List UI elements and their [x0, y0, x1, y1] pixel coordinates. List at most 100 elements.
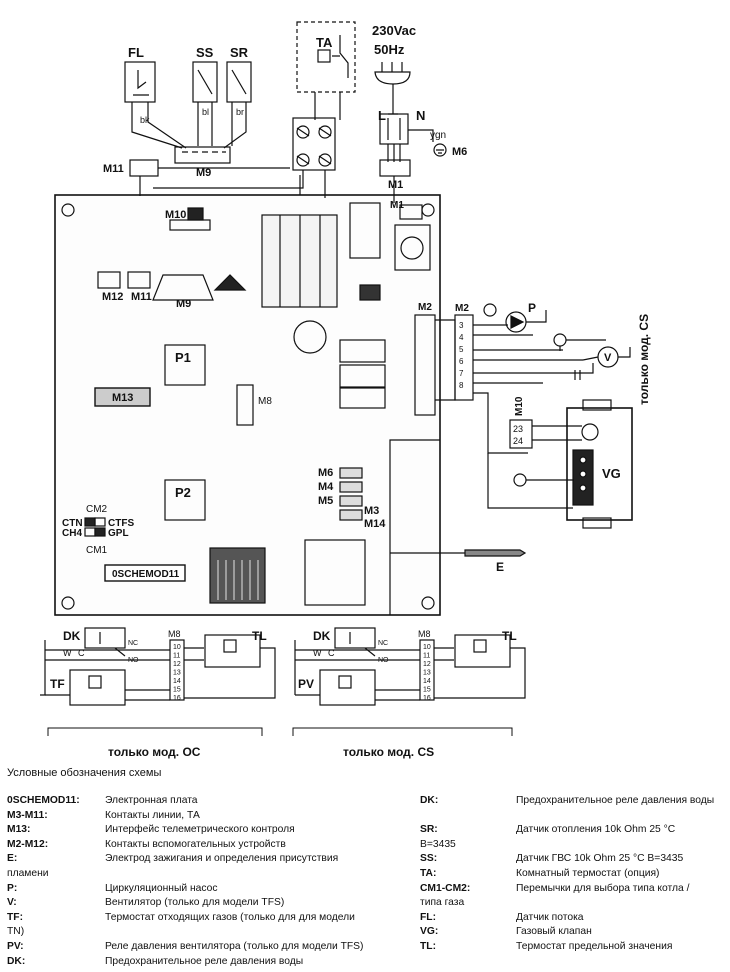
pin-label: 23	[513, 424, 523, 434]
connector-m11-top	[129, 159, 159, 177]
label-cm2: CM2	[86, 504, 108, 515]
label-nc-cs: NC	[378, 640, 388, 647]
legend-key: E:	[7, 853, 18, 865]
pin-label: 8	[459, 381, 464, 390]
label-w-cs: W	[313, 648, 322, 658]
label-only-oc: только мод. OC	[108, 745, 201, 759]
pin-label: 13	[423, 670, 431, 677]
legend-desc: Датчик отопления 10k Ohm 25 °C	[516, 824, 676, 836]
label-no-cs: NO	[378, 657, 389, 664]
label-m10-board: M10	[165, 209, 186, 221]
dhw-sensor-ss	[192, 61, 218, 103]
label-br: br	[236, 107, 244, 117]
pin-label: 16	[173, 695, 181, 702]
legend-desc: Циркуляционный насос	[105, 882, 218, 894]
connector-m10	[509, 419, 533, 449]
connector-m2-board	[414, 314, 436, 416]
pin-label: 15	[423, 687, 431, 694]
legend-desc: Термостат отходящих газов (только для дл…	[105, 911, 355, 923]
label-v: V	[604, 352, 612, 364]
gas-valve-vg	[566, 407, 633, 521]
pin-label: 10	[423, 644, 431, 651]
label-p1: P1	[175, 350, 191, 365]
label-only-cs-bottom: только мод. CS	[343, 745, 434, 759]
label-e: E	[496, 560, 504, 574]
flue-thermostat-tf	[69, 669, 126, 706]
limit-thermostat-tl-cs	[454, 634, 511, 668]
label-m11-board: M11	[131, 291, 152, 303]
label-ctn: CTN	[62, 518, 83, 529]
legend-key: DK:	[7, 955, 26, 967]
legend-key: VG:	[420, 926, 439, 938]
legend-desc: Электронная плата	[105, 795, 198, 806]
label-m12: M12	[102, 291, 123, 303]
wiring-diagram: FL SS SR TA 230Vac 50Hz L N ygn M6 M1 M1…	[40, 21, 651, 759]
label-m1-board: M1	[390, 200, 404, 211]
pressure-switch-dk-cs	[334, 627, 376, 649]
legend-desc: Перемычки для выбора типа котла /	[516, 882, 690, 894]
ground-m6-icon	[433, 143, 447, 157]
legend-desc: Комнатный термостат (опция)	[516, 868, 660, 879]
label-fl: FL	[128, 45, 144, 60]
fan-pressure-switch-pv	[319, 669, 376, 706]
pin-label: 14	[423, 678, 431, 685]
limit-thermostat-tl-oc	[204, 634, 261, 668]
label-ta: TA	[316, 35, 333, 50]
pin-label: 11	[173, 653, 180, 660]
label-m6: M6	[452, 146, 467, 158]
pin-label: 12	[423, 661, 431, 668]
pin-label: 7	[459, 369, 464, 378]
heating-sensor-sr	[226, 61, 252, 103]
label-m2-board: M2	[418, 302, 432, 313]
legend-key: TN)	[7, 926, 25, 938]
label-ctfs: CTFS	[108, 518, 134, 529]
legend-key: TL:	[420, 941, 437, 952]
label-dk-oc: DK	[63, 629, 81, 643]
pin-label: 16	[423, 695, 431, 702]
legend-desc: Предохранительное реле давления воды	[105, 955, 304, 967]
label-c-cs: C	[328, 648, 335, 658]
label-voltage: 230Vac	[372, 23, 416, 38]
pin-label: 15	[173, 687, 181, 694]
connector-m2-external	[454, 314, 474, 401]
legend-key: M3-M11:	[7, 809, 48, 821]
legend-desc: Контакты вспомогательных устройств	[105, 838, 286, 850]
label-ch4: CH4	[62, 528, 82, 539]
label-sr: SR	[230, 45, 249, 60]
label-l: L	[378, 108, 386, 123]
flow-sensor-fl	[124, 61, 156, 103]
connector-m8-oc	[169, 639, 185, 701]
label-pv: PV	[298, 677, 314, 691]
label-bk: bk	[140, 115, 150, 125]
legend-desc: Газовый клапан	[516, 926, 592, 938]
label-tl-oc: TL	[252, 629, 267, 643]
label-vg: VG	[602, 466, 621, 481]
label-m2-external: M2	[455, 303, 469, 314]
pin-label: 4	[459, 333, 464, 342]
label-m11-top: M11	[103, 163, 124, 175]
legend-key: SR:	[420, 824, 438, 836]
label-p: P	[528, 301, 536, 315]
label-ss: SS	[196, 45, 214, 60]
legend-key: M2-M12:	[7, 838, 49, 850]
legend-key: CM1-CM2:	[420, 882, 471, 894]
legend-desc: Предохранительное реле давления воды	[516, 795, 715, 806]
power-plug-icon	[374, 62, 411, 85]
legend-desc: Контакты линии, ТА	[105, 809, 200, 821]
connector-m9-top	[174, 146, 231, 164]
legend-desc: Датчик ГВС 10k Ohm 25 °C B=3435	[516, 853, 684, 865]
label-m8-oc: M8	[168, 629, 181, 639]
label-tf: TF	[50, 677, 65, 691]
label-tl-cs: TL	[502, 629, 517, 643]
legend-key: FL:	[420, 911, 437, 923]
legend-desc: Термостат предельной значения	[516, 941, 673, 952]
legend-key: 0SCHEMOD11:	[7, 795, 80, 806]
label-w-oc: W	[63, 648, 72, 658]
label-m8-board: M8	[258, 396, 272, 407]
legend-key: P:	[7, 882, 18, 894]
legend-desc: Датчик потока	[516, 911, 584, 923]
legend-key: SS:	[420, 853, 438, 865]
pin-label: 12	[173, 661, 181, 668]
